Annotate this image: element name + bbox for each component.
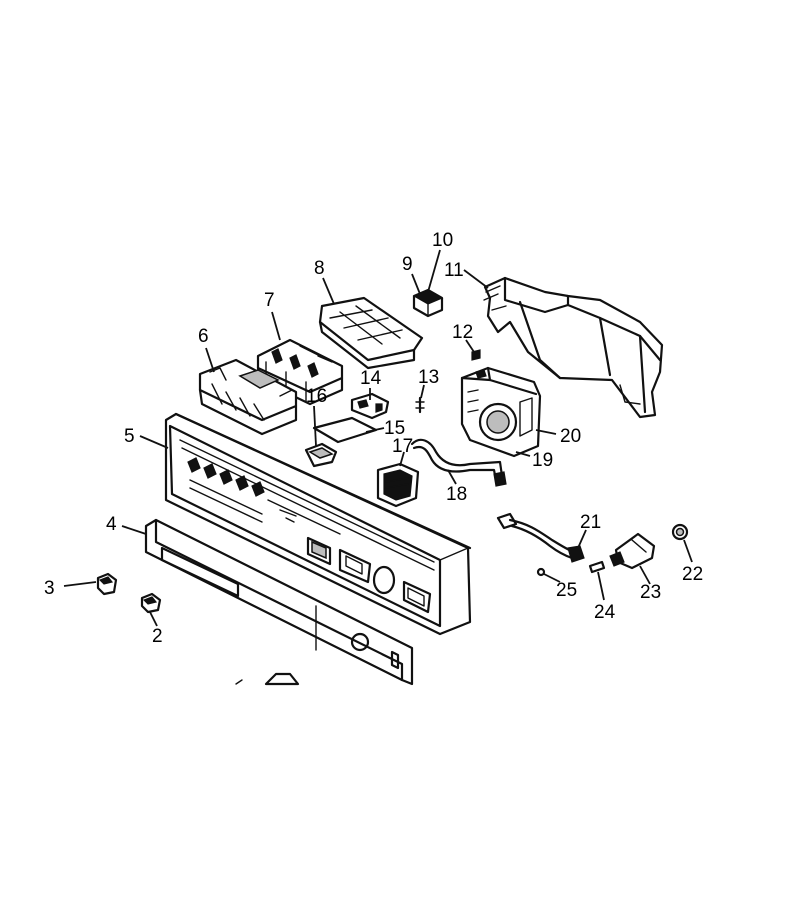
part-6-switch-block bbox=[198, 358, 298, 436]
part-14-bracket bbox=[350, 392, 390, 420]
part-8-plate bbox=[318, 296, 424, 370]
part-16-button bbox=[304, 442, 338, 468]
callout-19: 19 bbox=[532, 450, 553, 471]
callout-10: 10 bbox=[432, 230, 453, 251]
callout-24: 24 bbox=[594, 602, 616, 623]
leader-lines bbox=[63, 249, 693, 627]
callout-16: 16 bbox=[306, 386, 327, 407]
callout-14: 14 bbox=[360, 368, 382, 389]
callout-22: 22 bbox=[682, 564, 703, 585]
part-4-front-trim bbox=[144, 518, 414, 686]
callout-21: 21 bbox=[580, 512, 601, 533]
callout-7: 7 bbox=[264, 290, 275, 311]
callouts: 2 3 4 5 6 7 8 9 10 11 12 13 14 15 16 17 … bbox=[44, 230, 703, 647]
callout-15: 15 bbox=[384, 418, 405, 439]
part-20-timer bbox=[460, 366, 542, 458]
callout-5: 5 bbox=[124, 426, 135, 447]
callout-17: 17 bbox=[392, 436, 413, 457]
callout-20: 20 bbox=[560, 426, 581, 447]
callout-3: 3 bbox=[44, 578, 55, 599]
callout-23: 23 bbox=[640, 582, 661, 603]
callout-25: 25 bbox=[556, 580, 577, 601]
part-2-knob bbox=[140, 592, 162, 614]
part-18-wire-harness bbox=[410, 438, 507, 487]
callout-2: 2 bbox=[152, 626, 163, 647]
part-15-card bbox=[312, 416, 378, 444]
callout-12: 12 bbox=[452, 322, 473, 343]
callout-8: 8 bbox=[314, 258, 325, 279]
part-13-pin bbox=[415, 396, 425, 414]
part-9-switch bbox=[412, 288, 444, 318]
part-12-screw bbox=[471, 349, 481, 361]
callout-18: 18 bbox=[446, 484, 467, 505]
part-21-cable bbox=[496, 512, 585, 563]
part-23-valve bbox=[609, 532, 656, 570]
part-5-control-panel bbox=[164, 412, 472, 636]
part-3-knob bbox=[96, 572, 118, 596]
callout-6: 6 bbox=[198, 326, 209, 347]
callout-11: 11 bbox=[444, 260, 464, 281]
part-25-washer bbox=[536, 567, 546, 577]
callout-4: 4 bbox=[106, 514, 117, 535]
partial-part-bottom bbox=[235, 672, 300, 686]
part-22-cap bbox=[671, 523, 689, 541]
callout-13: 13 bbox=[418, 367, 439, 388]
part-11-control-housing bbox=[483, 276, 664, 419]
part-17-actuator bbox=[376, 462, 420, 508]
part-24-sleeve bbox=[588, 560, 606, 574]
callout-9: 9 bbox=[402, 254, 413, 275]
